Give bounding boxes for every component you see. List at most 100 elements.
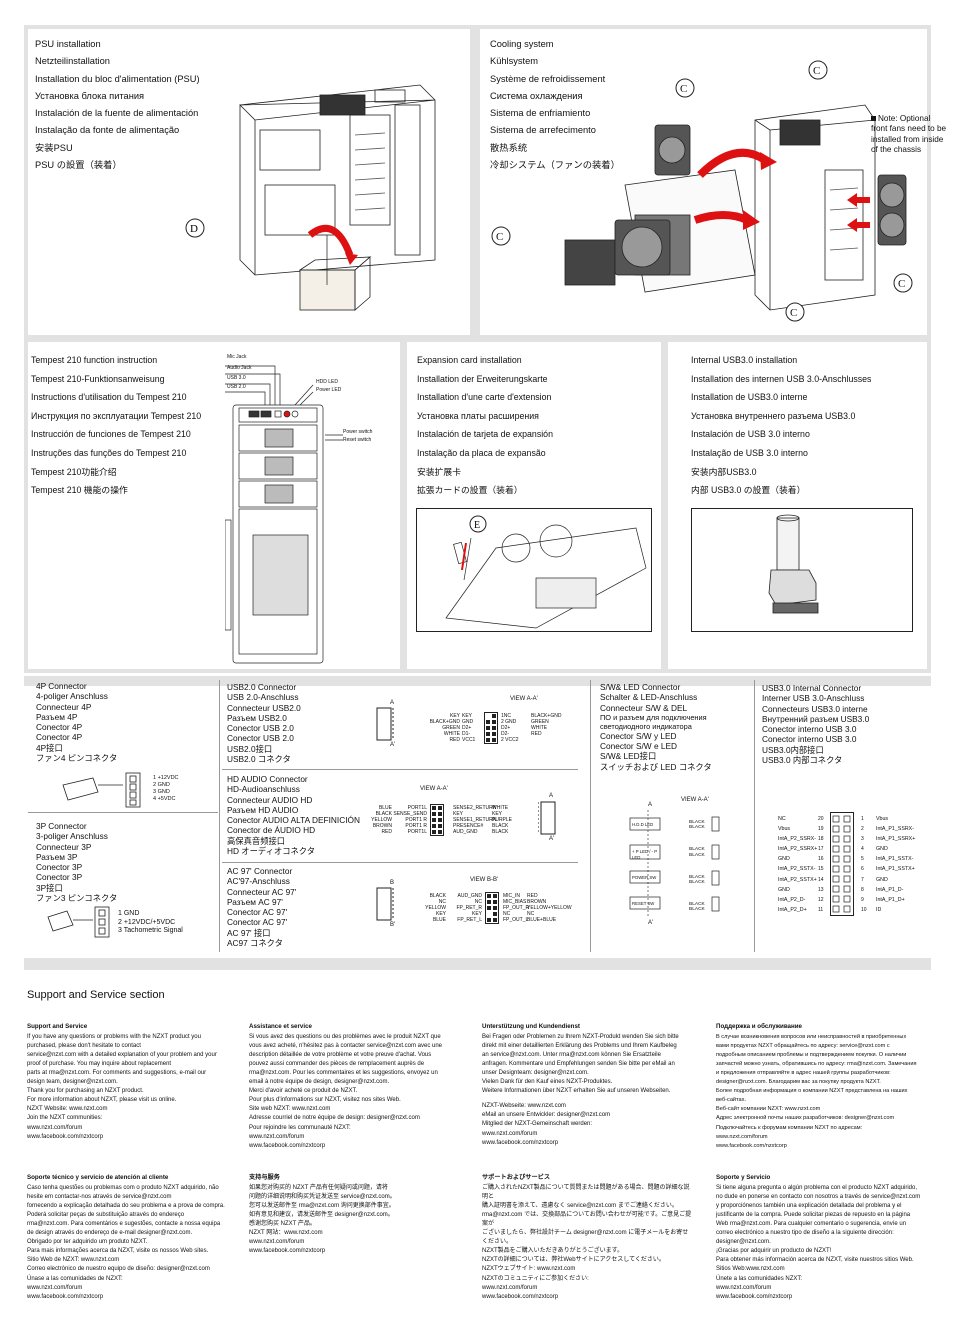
usb2-left-pin: D2+	[462, 725, 472, 731]
hd-left-pin: PORT1L	[407, 805, 427, 811]
usb2-left-name: KEY	[449, 713, 460, 719]
usb3-right-pin: IntA_P1_SSRX-	[876, 826, 914, 833]
support-line: В случае возникновения вопросов или неис…	[716, 1034, 907, 1041]
expansion-title-jp: 拡張カードの設置（装着）	[417, 485, 523, 496]
usb2-pin-grid	[484, 712, 498, 744]
support-line: www.facebook.com/nzxtcorp	[482, 1293, 559, 1300]
ac97-right-pin: NC	[503, 911, 511, 917]
usb3int-title-jp: 内部 USB3.0 の設置（装着）	[691, 485, 806, 496]
support-line: www.facebook.com/nzxtcorp	[249, 1142, 326, 1149]
support-line: Более подробная информация о компании NZ…	[716, 1088, 908, 1095]
tempest-title-fr: Instructions d'utilisation du Tempest 21…	[31, 392, 187, 403]
swled-wire: BLACK	[689, 847, 705, 853]
expansion-title-de: Installation der Erweiterungskarte	[417, 373, 548, 384]
ac97-titles: AC 97' Connector AC'97-Anschluss Connect…	[227, 866, 296, 948]
support-line: Join the NZXT communities:	[27, 1115, 103, 1122]
support-fr: Assistance et service Si vous avez des q…	[249, 1022, 459, 1151]
ac97-right-name: BLUE+BLUE	[527, 917, 557, 923]
usb2-right-pin: 2 GND	[501, 719, 517, 725]
expansion-title-pt: Instalação da placa de expansão	[417, 447, 546, 458]
usb2-view-label: VIEW A-A'	[510, 696, 538, 702]
support-cn-heading: 支持与服务	[249, 1174, 280, 1181]
cooling-marker-1: C	[680, 83, 687, 95]
support-line: www.facebook.com/nzxtcorp	[716, 1142, 787, 1149]
support-line: www.nzxt.com/forum	[249, 1239, 305, 1246]
support-line: Sitio Web de NZXT: www.nzxt.com	[27, 1257, 120, 1264]
usb3-left-pin: GND	[778, 856, 790, 863]
ac97-right-name: BROWN	[527, 899, 547, 905]
usb3conn-title-en: USB3.0 Internal Connector	[762, 683, 862, 693]
c4p-title-de: 4-poliger Anschluss	[36, 691, 108, 702]
tempest-front-illustration	[225, 365, 343, 664]
usb3-left-num: 17	[818, 846, 824, 853]
support-line: 您可以发送邮件至 rma@nzxt.com 询问更换部件事宜。	[249, 1203, 395, 1210]
divider-col3	[754, 680, 755, 952]
c3p-title-pt: Conector 3P	[36, 872, 83, 883]
power-switch-label: Power switch	[343, 429, 373, 435]
usb3-right-pin: GND	[876, 846, 888, 853]
ac97-right-name: YELLOW+YELLOW	[527, 905, 572, 911]
support-line: Bei Fragen oder Problemen zu Ihrem NZXT-…	[482, 1034, 679, 1041]
c4p-title-es: Conector 4P	[36, 722, 83, 733]
usb3conn-titles: USB3.0 Internal Connector Interner USB 3…	[762, 683, 869, 765]
support-line: rma@nzxt.com. Para comentários e sugestõ…	[27, 1221, 221, 1228]
swled-a2-label: A'	[648, 920, 654, 926]
support-line: design team, designer@nzxt.com.	[27, 1079, 118, 1086]
usb3int-title-es: Instalación de USB 3.0 interno	[691, 429, 810, 440]
swled-block-power: POWER SW	[632, 875, 657, 880]
cooling-title-fr: Système de refroidissement	[490, 73, 606, 84]
support-line: 感谢您购买 NZXT 产品。	[249, 1221, 316, 1228]
support-pt-heading: Soporte técnico y servicio de atención a…	[27, 1174, 169, 1181]
hdaudio-title-jp: HD オーディオコネクタ	[227, 846, 316, 857]
psu-titles: PSU installation Netzteilinstallation In…	[35, 36, 200, 174]
psu-title-ru: Установка блока питания	[35, 90, 145, 101]
usb3int-title-en: Internal USB3.0 installation	[691, 355, 798, 365]
swled-title-fr: Connecteur S/W & DEL	[600, 702, 688, 713]
hdaudio-pin-grid	[430, 804, 444, 836]
cooling-title-jp: 冷却システム（ファンの装着）	[490, 160, 620, 171]
support-line: designer@nzxt.com. Благодарим вас за пок…	[716, 1079, 881, 1086]
usb3-right-num: 4	[861, 846, 864, 853]
usb3-left-pin: IntA_P2_D+	[778, 906, 807, 913]
c3p-title-en: 3P Connector	[36, 821, 87, 831]
usb2-title-cn: USB2.0接口	[227, 743, 273, 754]
c4p-title-en: 4P Connector	[36, 681, 87, 691]
ac97-left-pin: AUD_GND	[457, 893, 482, 899]
usb3-right-num: 3	[861, 836, 864, 843]
psu-title-en: PSU installation	[35, 39, 101, 49]
expansion-title-ru: Установка платы расширения	[417, 410, 539, 421]
c4p-pin-1: 1 +12VDC	[153, 775, 179, 781]
usb2-right-name: BLACK+GND	[531, 713, 562, 719]
support-line: Para mais informações acerca da NZXT, vi…	[27, 1248, 209, 1255]
usb3-right-pin: GND	[876, 876, 888, 883]
hd-right-name: KEY	[492, 811, 503, 817]
support-line: www.nzxt.com/forum	[716, 1284, 772, 1291]
support-line: anfragen. Kommentare und Empfehlungen se…	[482, 1061, 675, 1068]
ac97-right-name: RED	[527, 893, 538, 899]
expansion-title-en: Expansion card installation	[417, 355, 522, 365]
support-pt: Soporte técnico y servicio de atención a…	[27, 1173, 237, 1302]
hd-right-pin: SENSE1_RETURN	[453, 817, 497, 823]
support-jp-heading: サポートおよびサービス	[482, 1174, 551, 1181]
ac97-title-pt: Conector AC 97'	[227, 917, 288, 928]
usb2-title-pt: Conector USB 2.0	[227, 733, 294, 744]
usb3int-titles: Internal USB3.0 installation Installatio…	[691, 351, 871, 500]
hdaudio-title-de: HD-Audioanschluss	[227, 784, 300, 795]
swled-view-label: VIEW A-A'	[681, 797, 709, 803]
usb2-right-pin: 1NC	[501, 713, 512, 719]
hd-left-pin: PORT1 R	[405, 817, 427, 823]
usb3-left-pin: IntA_P2_SSTX+	[778, 876, 817, 883]
support-en: Support and Service If you have any ques…	[27, 1022, 237, 1142]
tempest-panel	[28, 342, 400, 669]
ac97-title-en: AC 97' Connector	[227, 866, 293, 876]
ac97-pin-grid	[485, 892, 499, 924]
usb3-left-num: 14	[818, 876, 824, 883]
hdaudio-a2-label: A'	[549, 836, 555, 842]
c3p-pin-3: 3 Tachometric Signal	[118, 927, 183, 934]
usb3int-title-cn: 安装内部USB3.0	[691, 466, 757, 477]
usb3conn-title-jp: USB3.0 内部コネクタ	[762, 755, 843, 766]
support-es: Soporte y Servicio Si tiene alguna pregu…	[716, 1173, 928, 1302]
usb3-right-pin: IntA_P1_SSTX-	[876, 856, 914, 863]
support-line: rma@nzxt.com. Pour les commentaires et l…	[249, 1070, 438, 1077]
